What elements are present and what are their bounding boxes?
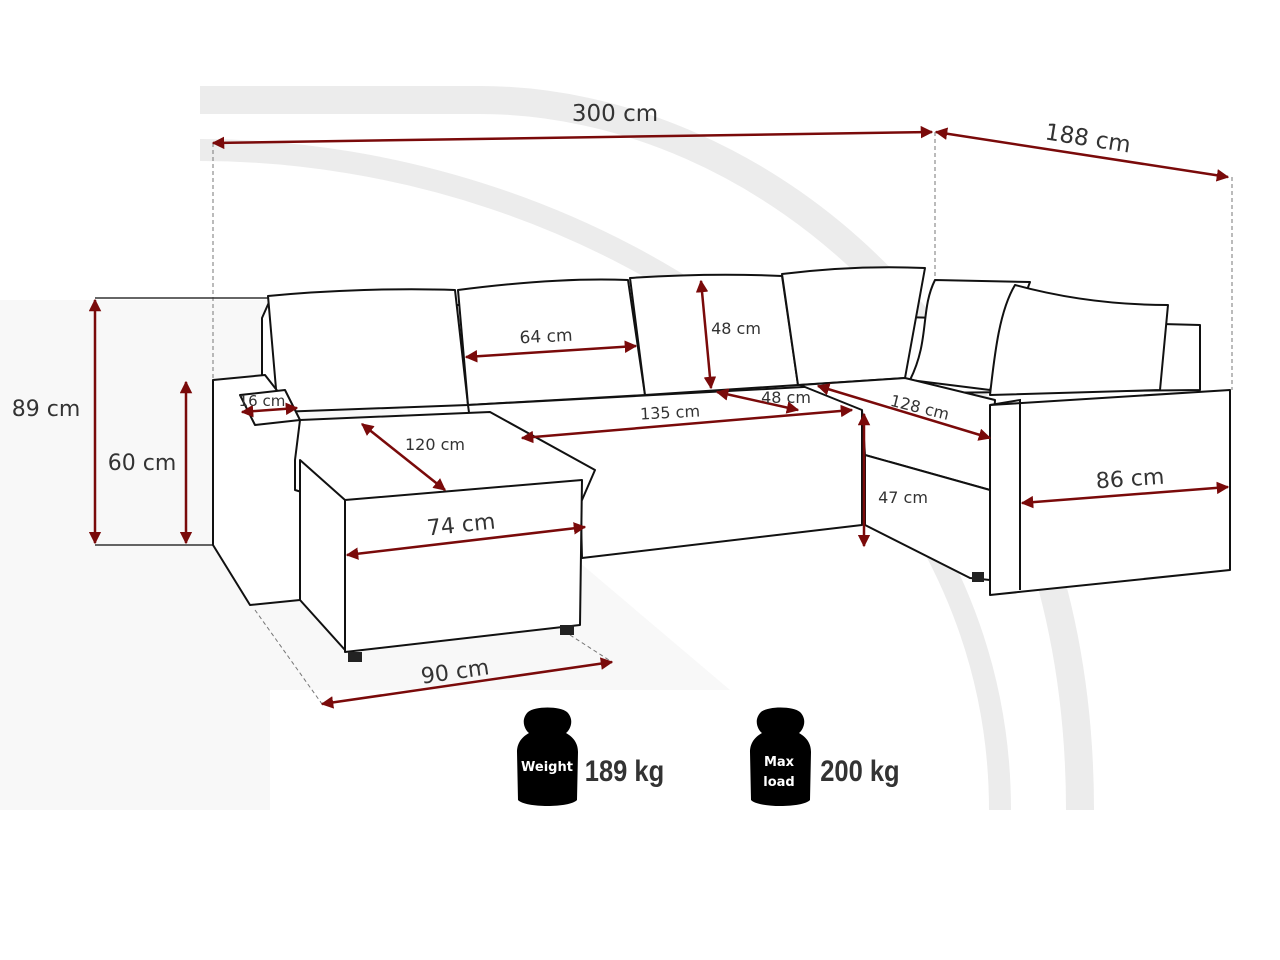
label-side-width: 86 cm xyxy=(1095,465,1165,495)
max-load-label-line2: load xyxy=(763,775,794,790)
label-seat-depth: 48 cm xyxy=(761,388,811,407)
max-load-label-line1: Max xyxy=(764,755,795,770)
weight-icon xyxy=(517,707,578,806)
max-load-spec: Max load 200 kg xyxy=(750,707,900,806)
label-total-width: 300 cm xyxy=(572,101,658,127)
dimension-arrows xyxy=(88,125,1230,709)
weight-label: Weight xyxy=(521,760,573,775)
label-cushion-width: 64 cm xyxy=(519,326,573,349)
max-load-icon xyxy=(750,707,811,806)
weight-spec: Weight 189 kg xyxy=(517,707,664,806)
label-chaise-length: 120 cm xyxy=(405,435,465,454)
label-seat-width: 135 cm xyxy=(640,401,701,423)
label-cushion-height: 48 cm xyxy=(711,319,761,338)
label-total-height: 89 cm xyxy=(12,397,81,422)
guide-lines xyxy=(95,132,1233,705)
label-seat-height: 47 cm xyxy=(878,488,928,507)
weight-value: 189 kg xyxy=(585,754,664,787)
label-armrest-height: 60 cm xyxy=(108,451,177,476)
label-side-depth: 188 cm xyxy=(1043,119,1132,158)
max-load-value: 200 kg xyxy=(820,754,899,787)
label-armrest-width: 16 cm xyxy=(239,392,286,410)
